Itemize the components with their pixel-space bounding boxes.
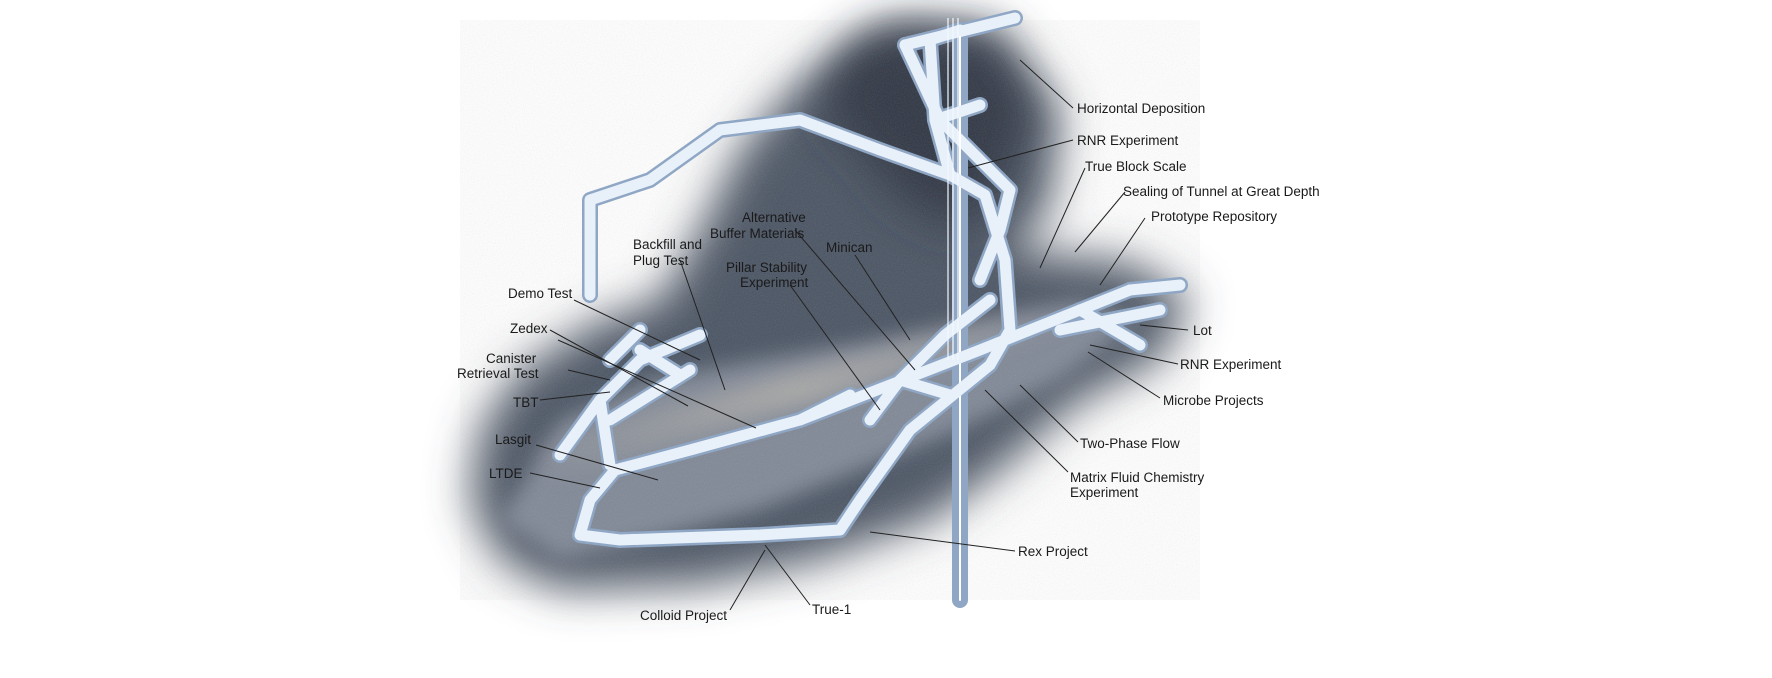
label-minican: Minican xyxy=(826,240,873,255)
label-true-1: True-1 xyxy=(812,602,851,617)
tunnel-network xyxy=(552,10,1188,608)
label-colloid-project: Colloid Project xyxy=(640,608,727,623)
label-zedex: Zedex xyxy=(510,321,548,336)
label-backfill-line2: Plug Test xyxy=(633,253,689,268)
label-horizontal-deposition: Horizontal Deposition xyxy=(1077,101,1205,116)
label-alternative-buffer-line2: Buffer Materials xyxy=(710,226,805,241)
label-rnr-experiment-top: RNR Experiment xyxy=(1077,133,1179,148)
label-canister-line2: Retrieval Test xyxy=(457,366,539,381)
label-rex-project: Rex Project xyxy=(1018,544,1088,559)
label-alternative-buffer-line1: Alternative xyxy=(742,210,806,225)
label-lasgit: Lasgit xyxy=(495,432,531,447)
label-matrix-line2: Experiment xyxy=(1070,485,1139,500)
label-pillar-line1: Pillar Stability xyxy=(726,260,807,275)
label-rnr-experiment-right: RNR Experiment xyxy=(1180,357,1282,372)
label-prototype-repository: Prototype Repository xyxy=(1151,209,1277,224)
label-sealing-of-tunnel: Sealing of Tunnel at Great Depth xyxy=(1123,184,1320,199)
label-microbe-projects: Microbe Projects xyxy=(1163,393,1264,408)
label-lot: Lot xyxy=(1193,323,1212,338)
labels: Horizontal Deposition RNR Experiment Tru… xyxy=(457,101,1320,623)
label-ltde: LTDE xyxy=(489,466,523,481)
label-backfill-line1: Backfill and xyxy=(633,237,702,252)
label-true-block-scale: True Block Scale xyxy=(1085,159,1187,174)
label-pillar-line2: Experiment xyxy=(740,275,809,290)
leader-lines xyxy=(529,59,1189,611)
label-tbt: TBT xyxy=(513,395,539,410)
label-two-phase-flow: Two-Phase Flow xyxy=(1080,436,1180,451)
label-demo-test: Demo Test xyxy=(508,286,573,301)
label-canister-line1: Canister xyxy=(486,351,537,366)
label-matrix-line1: Matrix Fluid Chemistry xyxy=(1070,470,1205,485)
